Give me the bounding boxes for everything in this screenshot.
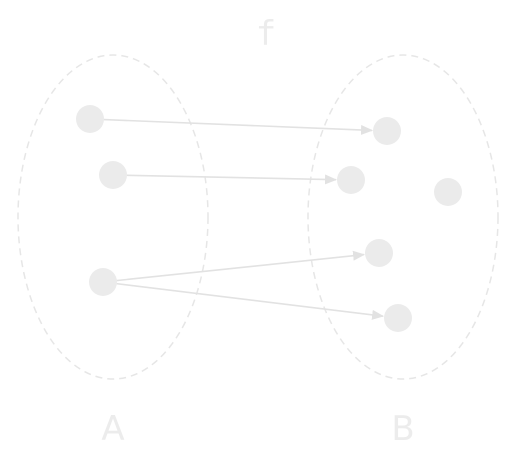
element-dot-b5: [384, 304, 412, 332]
element-dots: [76, 105, 462, 332]
arrow-a3-to-b5: [104, 281, 385, 320]
element-dot-a3: [89, 268, 117, 296]
set-b-label: B: [391, 409, 414, 449]
function-label: f: [256, 14, 276, 54]
arrow-a3-to-b4: [104, 250, 366, 283]
element-dot-b1: [373, 117, 401, 145]
element-dot-a2: [99, 161, 127, 189]
set-a-label: A: [101, 409, 124, 449]
element-dot-b3: [434, 178, 462, 206]
arrow-a2-to-b2: [114, 174, 338, 185]
element-dot-b2: [337, 166, 365, 194]
mapping-arrows: [91, 118, 385, 320]
element-dot-a1: [76, 105, 104, 133]
set-a-ellipse: [17, 54, 209, 380]
set-b-ellipse: [307, 54, 499, 380]
arrow-a1-to-b1: [91, 118, 374, 135]
element-dot-b4: [365, 239, 393, 267]
